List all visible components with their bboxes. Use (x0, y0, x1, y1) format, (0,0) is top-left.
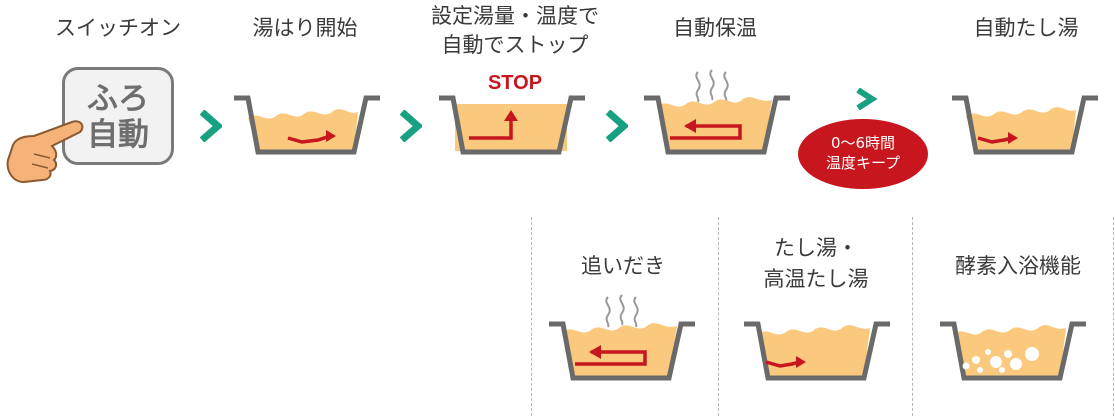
step-switch-on-label: スイッチオン (55, 16, 181, 40)
auto-bath-switch: ふろ 自動 (62, 67, 174, 165)
step-fill-start-label: 湯はり開始 (252, 16, 358, 40)
feature-refill-label-1: たし湯・ (774, 236, 858, 260)
bathtub-refill (744, 321, 890, 381)
bathtub-enzyme (940, 321, 1086, 381)
bubble (977, 367, 983, 373)
chevron-right-icon (399, 110, 422, 142)
bubble (999, 367, 1005, 373)
step-auto-stop-label-1: 設定湯量・温度で (431, 4, 599, 28)
steam-icon (605, 294, 639, 328)
switch-label-line2: 自動 (87, 117, 149, 153)
bubble (972, 356, 980, 364)
step-auto-refill-label: 自動たし湯 (973, 16, 1079, 40)
bubble (1010, 358, 1022, 370)
feature-refill-label-2: 高温たし湯 (763, 267, 869, 291)
bathtub-fill-start (234, 95, 380, 155)
bathtub-auto-refill (952, 95, 1098, 155)
bathtub-auto-stop (439, 95, 585, 155)
step-keep-warm-label: 自動保温 (673, 16, 757, 40)
bathtub-reheat (549, 321, 695, 381)
step-auto-stop-label-2: 自動でストップ (441, 33, 589, 57)
feature-enzyme-bath-label: 酵素入浴機能 (955, 254, 1081, 278)
pointing-hand-icon (6, 120, 84, 184)
bubble (985, 349, 991, 355)
badge-line1: 0〜6時間 (830, 134, 896, 152)
divider-1 (531, 217, 532, 416)
divider-4 (1113, 217, 1114, 416)
bubble (990, 356, 1002, 368)
feature-reheat-label: 追いだき (581, 254, 665, 278)
stop-label: STOP (487, 72, 543, 94)
switch-label-line1: ふろ (87, 81, 149, 117)
chevron-right-icon (199, 110, 222, 142)
chevron-right-icon (856, 88, 878, 110)
badge-line2: 温度キープ (825, 154, 901, 172)
divider-2 (718, 217, 719, 416)
keep-warm-badge: 0〜6時間 温度キープ (798, 119, 928, 189)
steam-icon (695, 69, 729, 103)
bathtub-keep-warm (644, 95, 790, 155)
divider-3 (912, 217, 913, 416)
chevron-right-icon (605, 110, 628, 142)
bubble (1025, 347, 1039, 361)
bubble (962, 362, 970, 370)
bubble (1004, 350, 1012, 358)
